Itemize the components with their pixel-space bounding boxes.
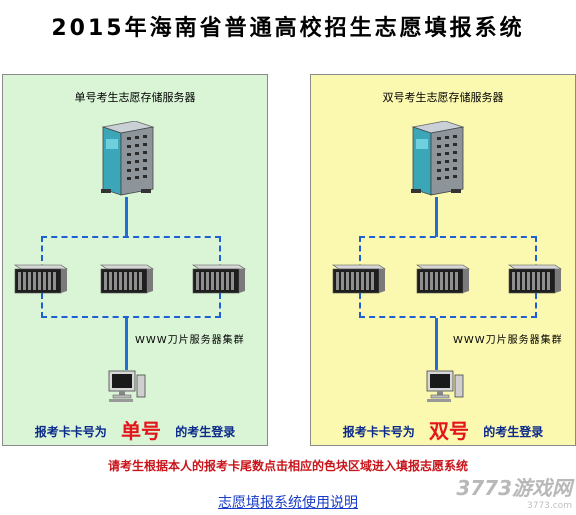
even-number-login-region[interactable]: 双号考生志愿存储服务器 bbox=[310, 74, 576, 446]
watermark-url: 3773.com bbox=[527, 501, 572, 511]
blade-server-icon bbox=[332, 264, 386, 294]
network-line bbox=[435, 197, 438, 237]
page-title: 2015年海南省普通高校招生志愿填报系统 bbox=[51, 16, 525, 41]
storage-server-icon bbox=[411, 121, 465, 196]
server-title: 单号考生志愿存储服务器 bbox=[74, 91, 196, 104]
network-line bbox=[435, 318, 438, 370]
even-login-text[interactable]: 报考卡卡号为 双号 的考生登录 bbox=[311, 415, 575, 444]
blade-server-icon bbox=[416, 264, 470, 294]
instruction-notice: 请考生根据本人的报考卡尾数点击相应的色块区域进入填报志愿系统 bbox=[107, 459, 468, 473]
odd-number-login-region[interactable]: 单号考生志愿存储服务器 bbox=[2, 74, 268, 446]
help-link[interactable]: 志愿填报系统使用说明 bbox=[218, 495, 358, 511]
login-type-odd: 单号 bbox=[121, 419, 161, 443]
blade-server-icon bbox=[100, 264, 154, 294]
blade-server-icon bbox=[192, 264, 246, 294]
blade-server-icon bbox=[14, 264, 68, 294]
computer-icon bbox=[108, 370, 146, 402]
network-line bbox=[125, 318, 128, 370]
cluster-label: WWW刀片服务器集群 bbox=[453, 335, 563, 346]
login-type-even: 双号 bbox=[429, 419, 469, 443]
watermark-brand: 3773游戏网 bbox=[456, 476, 572, 500]
storage-server-icon bbox=[101, 121, 155, 196]
network-line bbox=[125, 197, 128, 237]
computer-icon bbox=[426, 370, 464, 402]
blade-server-icon bbox=[508, 264, 562, 294]
cluster-label: WWW刀片服务器集群 bbox=[135, 335, 245, 346]
login-suffix: 的考生登录 bbox=[483, 425, 544, 439]
login-prefix: 报考卡卡号为 bbox=[34, 425, 107, 439]
server-title: 双号考生志愿存储服务器 bbox=[382, 91, 504, 104]
watermark: 3773游戏网 3773.com bbox=[456, 472, 572, 511]
odd-login-text[interactable]: 报考卡卡号为 单号 的考生登录 bbox=[3, 415, 267, 444]
login-suffix: 的考生登录 bbox=[175, 425, 236, 439]
login-prefix: 报考卡卡号为 bbox=[342, 425, 415, 439]
